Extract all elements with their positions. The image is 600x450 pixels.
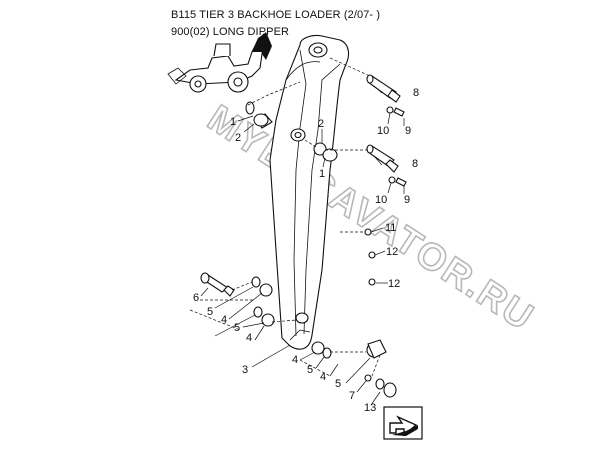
callout-8-lower: 8	[412, 158, 418, 170]
assembly-lines	[189, 57, 381, 377]
pin-bottom	[200, 272, 235, 297]
callout-8-upper: 8	[413, 87, 419, 99]
callout-11: 11	[385, 222, 396, 234]
long-dipper-arm	[269, 34, 350, 350]
callout-leaders	[200, 85, 405, 406]
pin-lower	[366, 144, 407, 187]
callout-6: 6	[193, 292, 199, 304]
watermark-text: MYEXCAVATOR.RU	[200, 97, 541, 339]
bushing-lower-right	[311, 339, 387, 359]
callout-1-upper: 1	[230, 116, 236, 128]
callout-5-a: 5	[207, 306, 213, 318]
callout-4-a: 4	[221, 314, 227, 326]
callout-9-lower: 9	[404, 194, 410, 206]
pin-upper	[366, 74, 405, 117]
bushing-mid	[313, 142, 338, 162]
callout-4-d: 4	[320, 371, 326, 383]
callout-10-lower: 10	[375, 194, 387, 206]
callout-5-b: 5	[234, 322, 240, 334]
callout-5-d: 5	[335, 378, 341, 390]
callout-4-c: 4	[292, 354, 298, 366]
callout-3: 3	[242, 364, 248, 376]
callout-4-b: 4	[246, 332, 252, 344]
bushing-lower-left	[251, 276, 275, 327]
page-subtitle: 900(02) LONG DIPPER	[171, 26, 290, 38]
page-navigation-arrow-icon[interactable]	[383, 406, 423, 440]
callout-13: 13	[364, 402, 376, 414]
callout-12-lower: 12	[388, 278, 400, 290]
callout-5-c: 5	[307, 364, 313, 376]
backhoe-loader-icon	[167, 32, 272, 93]
callout-12-upper: 12	[386, 246, 398, 258]
callout-7: 7	[349, 390, 355, 402]
callout-10-upper: 10	[377, 125, 389, 137]
callout-numbers: 1 2 2 1 8 10 9 8 10 9 11 12 12 6 5 4 5 4…	[193, 87, 419, 414]
page-title: B115 TIER 3 BACKHOE LOADER (2/07- )	[171, 9, 381, 21]
grease-fittings	[364, 228, 376, 286]
snap-ring-assembly	[364, 374, 397, 398]
callout-2-mid: 2	[318, 118, 324, 130]
callout-9-upper: 9	[405, 125, 411, 137]
callout-2-upper: 2	[235, 132, 241, 144]
callout-1-mid: 1	[319, 168, 325, 180]
